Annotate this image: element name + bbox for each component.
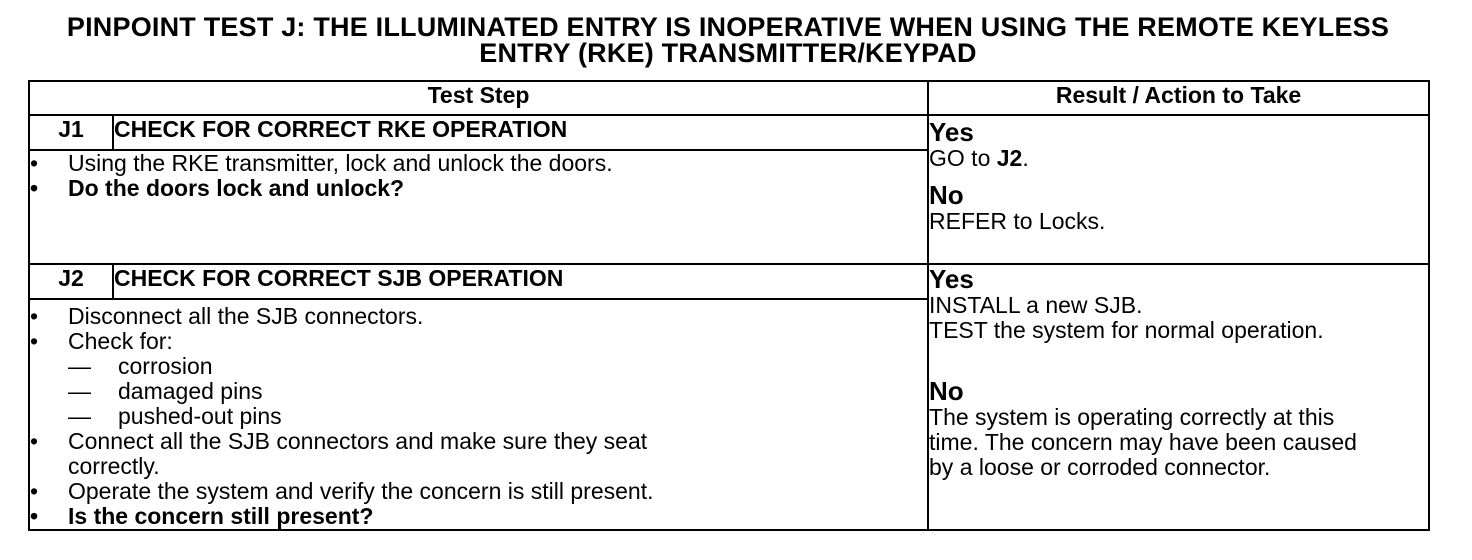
no-action-line: by a loose or corroded connector.: [929, 454, 1271, 480]
step-j1-content: • Using the RKE transmitter, lock and unl…: [27, 149, 930, 265]
sub-item-text: damaged pins: [118, 378, 263, 404]
header-test-step: Test Step: [27, 80, 930, 116]
yes-action-target: J2: [996, 145, 1023, 171]
step-j1-result: Yes GO to J2. No REFER to Locks.: [927, 114, 1431, 265]
list-item: • Connect all the SJB connectors and make…: [30, 429, 927, 454]
list-item-text: Is the concern still present?: [68, 503, 374, 529]
bullet: •: [30, 503, 39, 529]
no-action: REFER to Locks.: [929, 208, 1106, 234]
bullet: •: [30, 328, 39, 354]
step-j1-content-row: • Using the RKE transmitter, lock and unl…: [27, 149, 1429, 265]
list-item: • Do the doors lock and unlock?: [30, 176, 927, 201]
no-label: No: [929, 180, 964, 210]
list-item-text: Operate the system and verify the concer…: [68, 478, 654, 504]
header-result: Result / Action to Take: [927, 80, 1431, 116]
list-item-text: correctly.: [68, 453, 160, 479]
no-action-line: The system is operating correctly at thi…: [929, 404, 1335, 430]
title-line-2: ENTRY (RKE) TRANSMITTER/KEYPAD: [479, 38, 977, 68]
step-title: CHECK FOR CORRECT SJB OPERATION: [111, 263, 930, 300]
step-j2-content-row: • Disconnect all the SJB connectors. • Che…: [27, 298, 1429, 531]
sub-list-item: — corrosion: [30, 354, 927, 379]
yes-label: Yes: [929, 264, 974, 294]
step-id: J2: [28, 263, 114, 300]
bullet: •: [30, 150, 39, 176]
step-title: CHECK FOR CORRECT RKE OPERATION: [111, 114, 930, 151]
sub-item-text: pushed-out pins: [118, 403, 282, 429]
no-action-line: time. The concern may have been caused: [929, 429, 1357, 455]
list-item-text: Disconnect all the SJB connectors.: [68, 303, 424, 329]
yes-action-text: GO to: [929, 145, 997, 171]
bullet: •: [30, 303, 39, 329]
bullet: •: [30, 175, 39, 201]
yes-action-line: TEST the system for normal operation.: [929, 317, 1324, 343]
step-j1-title-row: J1 CHECK FOR CORRECT RKE OPERATION Yes G…: [28, 114, 1431, 265]
list-item-text: Check for:: [68, 328, 173, 354]
list-item: • Operate the system and verify the conce…: [30, 479, 927, 504]
dash: —: [68, 353, 91, 379]
no-label: No: [929, 376, 964, 406]
step-id: J1: [28, 114, 114, 151]
pinpoint-test-table: Test Step Result / Action to Take J1 CHE…: [27, 80, 1431, 531]
page-title: PINPOINT TEST J: THE ILLUMINATED ENTRY I…: [0, 12, 1456, 68]
sub-list-item: — damaged pins: [30, 379, 927, 404]
step-j2-content: • Disconnect all the SJB connectors. • Che…: [27, 298, 930, 531]
list-item-text: Connect all the SJB connectors and make …: [68, 428, 648, 454]
bullet: •: [30, 478, 39, 504]
dash: —: [68, 378, 91, 404]
step-j2-title-row: J2 CHECK FOR CORRECT SJB OPERATION Yes I…: [28, 263, 1431, 531]
yes-action-suffix: .: [1022, 145, 1029, 171]
sub-list-item: — pushed-out pins: [30, 404, 927, 429]
yes-action-line: INSTALL a new SJB.: [929, 292, 1143, 318]
yes-action: GO to J2.: [929, 146, 1428, 171]
list-item: • Disconnect all the SJB connectors.: [30, 304, 927, 329]
title-line-1: PINPOINT TEST J: THE ILLUMINATED ENTRY I…: [66, 12, 1390, 42]
dash: —: [68, 403, 91, 429]
table-header-row: Test Step Result / Action to Take: [27, 80, 1431, 116]
list-item: • Is the concern still present?: [30, 504, 927, 529]
yes-label: Yes: [929, 117, 974, 147]
bullet: •: [30, 428, 39, 454]
list-item: • Check for:: [30, 329, 927, 354]
list-item: • Using the RKE transmitter, lock and unl…: [30, 151, 927, 176]
list-item-continuation: correctly.: [30, 454, 927, 479]
sub-item-text: corrosion: [118, 353, 213, 379]
step-j2-result: Yes INSTALL a new SJB. TEST the system f…: [927, 263, 1431, 531]
list-item-text: Do the doors lock and unlock?: [68, 175, 405, 201]
list-item-text: Using the RKE transmitter, lock and unlo…: [68, 150, 613, 176]
